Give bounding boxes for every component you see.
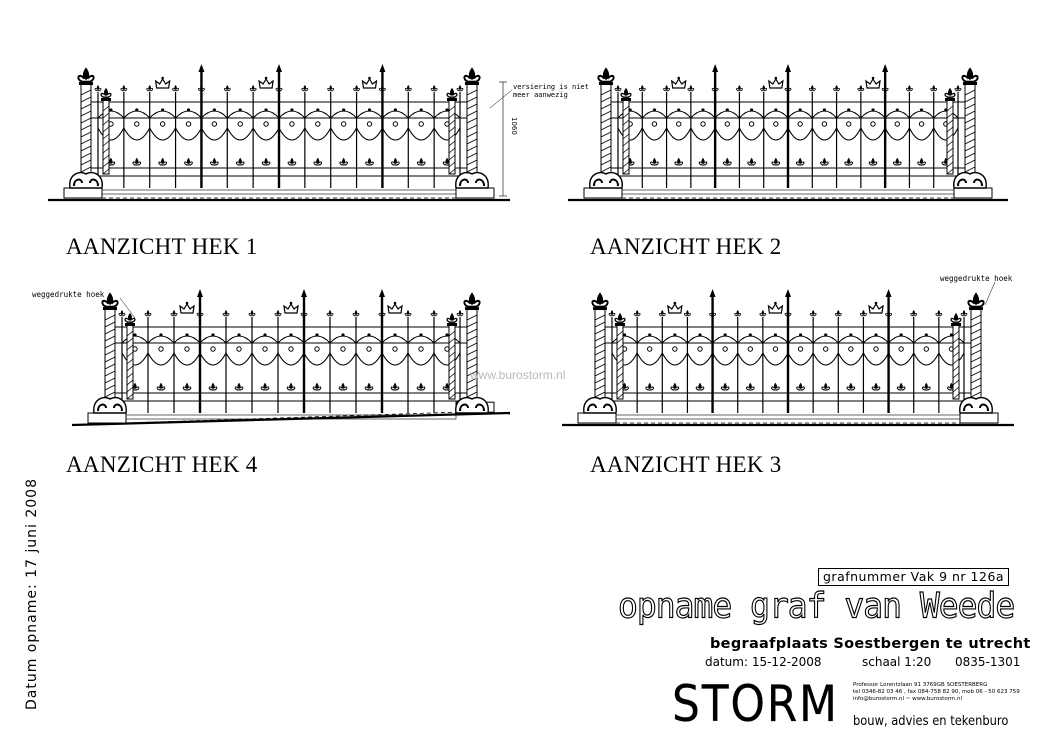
- corner-note-left: weggedrukte hoek: [32, 290, 105, 299]
- view-title-hek-3: AANZICHT HEK 3: [590, 452, 782, 477]
- location-subtitle: begraafplaats Soestbergen te utrecht: [710, 636, 1031, 652]
- project-title: opname graf van Weede: [617, 584, 1015, 626]
- scale-label: schaal 1:20: [862, 655, 932, 669]
- height-dimension-label: 1060: [510, 117, 518, 135]
- view-title-hek-2: AANZICHT HEK 2: [590, 234, 782, 259]
- date-label: datum: 15-12-2008: [705, 655, 822, 669]
- ornament-note: versiering is niet meer aanwezig: [513, 83, 589, 99]
- grave-number-box: grafnummer Vak 9 nr 126a: [818, 568, 1010, 586]
- drawing-number: 0835-1301: [955, 655, 1021, 669]
- company-logo: STORM: [672, 675, 839, 733]
- view-title-hek-4: AANZICHT HEK 4: [66, 452, 258, 477]
- survey-date: Datum opname: 17 juni 2008: [24, 477, 40, 710]
- corner-note-right: weggedrukte hoek: [940, 274, 1013, 283]
- company-address: Professor Lorentzlaan 91 3769GB SOESTERB…: [853, 682, 1020, 702]
- company-tagline: bouw, advies en tekenburo: [853, 713, 1009, 729]
- watermark: www.burostorm.nl: [470, 368, 566, 382]
- view-title-hek-1: AANZICHT HEK 1: [66, 234, 258, 259]
